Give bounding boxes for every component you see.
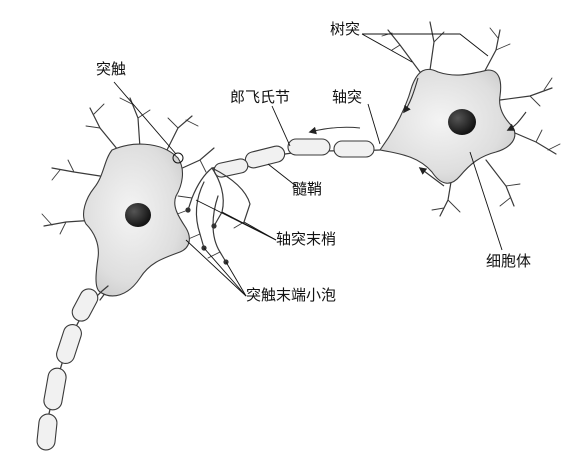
label-axon-terminal: 轴突末梢 [276, 230, 337, 248]
left-neuron [41, 97, 215, 301]
myelin-segment [43, 367, 67, 411]
label-myelin-sheath: 髓鞘 [292, 180, 323, 198]
myelin-segment [333, 140, 375, 158]
left-axon [36, 285, 109, 451]
right-neuron-dendrites [381, 21, 561, 217]
label-synapse: 突触 [96, 60, 127, 78]
flow-arrow [403, 77, 419, 114]
synapse-marker [172, 152, 184, 164]
label-node-of-ranvier: 郎飞氏节 [230, 88, 291, 106]
flow-arrow [308, 126, 361, 135]
flow-arrow [506, 111, 527, 131]
right-nucleus [448, 109, 476, 135]
label-axon: 轴突 [332, 88, 363, 106]
axon-bridge [211, 138, 381, 178]
label-cell-body: 细胞体 [486, 252, 532, 270]
synaptic-bulb [185, 207, 191, 213]
signal-flow-arrows [308, 77, 527, 187]
myelin-segment [213, 158, 249, 178]
label-synaptic-terminal-bulb: 突触末端小泡 [246, 286, 337, 304]
myelin-segment [36, 413, 58, 451]
synaptic-bulb [211, 223, 217, 229]
leader-lines [113, 33, 503, 297]
left-nucleus [125, 203, 151, 227]
flow-arrow [418, 167, 445, 187]
myelin-segment [244, 145, 286, 169]
myelin-segment [56, 323, 82, 365]
label-dendrite: 树突 [330, 20, 361, 38]
right-neuron [379, 21, 561, 217]
myelin-segment [71, 288, 99, 322]
right-cell-body [379, 68, 516, 184]
myelin-segment [287, 138, 331, 156]
